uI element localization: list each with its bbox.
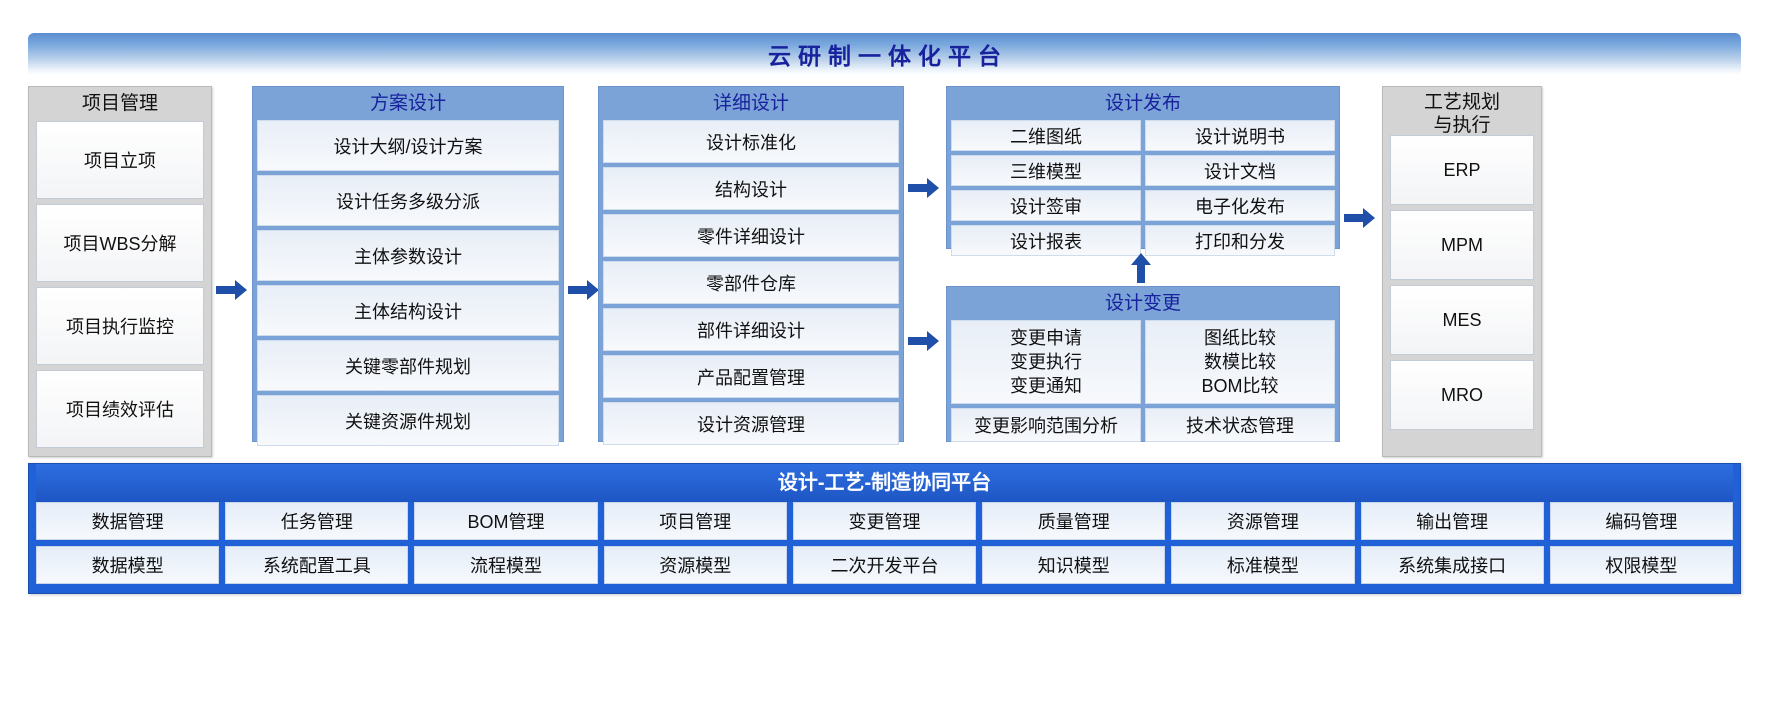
panel-design-change[interactable]: 设计变更 变更申请 变更执行 变更通知 图纸比较 数模比较 BOM比较 变更影响… — [946, 286, 1340, 442]
item-erp[interactable]: ERP — [1390, 135, 1534, 205]
panel-project-management-header: 项目管理 — [81, 93, 158, 114]
panel-process-planning-header: 工艺规划 与执行 — [1390, 87, 1534, 136]
item-mes[interactable]: MES — [1390, 285, 1534, 355]
panel-design-change-header: 设计变更 — [1104, 293, 1181, 314]
platform-cell-resource-management[interactable]: 资源管理 — [1171, 502, 1355, 540]
item-product-config-management[interactable]: 产品配置管理 — [603, 355, 899, 398]
panel-scheme-design-header: 方案设计 — [369, 93, 446, 114]
item-mpm[interactable]: MPM — [1390, 210, 1534, 280]
panel-scheme-design[interactable]: 方案设计 设计大纲/设计方案 设计任务多级分派 主体参数设计 主体结构设计 关键… — [252, 86, 564, 446]
platform-cell-change-management[interactable]: 变更管理 — [792, 502, 977, 540]
platform-cell-project-management[interactable]: 项目管理 — [603, 502, 787, 540]
platform-cell-bom-management[interactable]: BOM管理 — [414, 502, 598, 540]
panel-process-planning[interactable]: 工艺规划 与执行 ERP MPM MES MRO — [1382, 86, 1542, 457]
item-comparison-group[interactable]: 图纸比较 数模比较 BOM比较 — [1145, 320, 1335, 404]
item-design-document[interactable]: 设计文档 — [1145, 155, 1335, 186]
item-mro[interactable]: MRO — [1390, 360, 1534, 430]
arrow-right-icon — [908, 329, 940, 353]
platform-cell-resource-model[interactable]: 资源模型 — [603, 546, 787, 584]
design-change-right-column: 图纸比较 数模比较 BOM比较 — [1145, 320, 1335, 404]
item-design-report[interactable]: 设计报表 — [951, 225, 1141, 256]
item-project-monitoring[interactable]: 项目执行监控 — [36, 287, 204, 365]
item-design-resource-management[interactable]: 设计资源管理 — [603, 402, 899, 445]
item-key-resource-planning[interactable]: 关键资源件规划 — [257, 395, 559, 446]
item-design-review[interactable]: 设计签审 — [951, 190, 1141, 221]
item-part-detail-design[interactable]: 零件详细设计 — [603, 214, 899, 257]
platform-cell-quality-management[interactable]: 质量管理 — [982, 502, 1166, 540]
item-project-wbs[interactable]: 项目WBS分解 — [36, 204, 204, 282]
collaboration-platform: 设计-工艺-制造协同平台 数据管理 任务管理 BOM管理 项目管理 变更管理 质… — [28, 463, 1741, 594]
arrow-right-icon — [1344, 206, 1376, 230]
item-main-structure-design[interactable]: 主体结构设计 — [257, 285, 559, 336]
arrow-right-icon — [568, 278, 600, 302]
item-design-standardization[interactable]: 设计标准化 — [603, 120, 899, 163]
panel-project-management[interactable]: 项目管理 项目立项 项目WBS分解 项目执行监控 项目绩效评估 — [28, 86, 212, 457]
panel-process-planning-header-line1: 工艺规划 — [1423, 92, 1500, 113]
panel-design-release-header: 设计发布 — [1104, 93, 1181, 114]
panel-detail-design[interactable]: 详细设计 设计标准化 结构设计 零件详细设计 零部件仓库 部件详细设计 产品配置… — [598, 86, 904, 445]
arrow-right-icon — [908, 176, 940, 200]
item-key-part-planning[interactable]: 关键零部件规划 — [257, 340, 559, 391]
design-release-right-column: 设计说明书 设计文档 电子化发布 打印和分发 — [1145, 120, 1335, 256]
arrow-up-icon — [1129, 252, 1153, 284]
item-technical-state-management[interactable]: 技术状态管理 — [1145, 408, 1335, 442]
platform-cell-secondary-dev-platform[interactable]: 二次开发平台 — [792, 546, 977, 584]
platform-title: 设计-工艺-制造协同平台 — [36, 464, 1733, 502]
design-change-grid: 变更申请 变更执行 变更通知 图纸比较 数模比较 BOM比较 — [951, 320, 1335, 404]
panel-design-release[interactable]: 设计发布 二维图纸 三维模型 设计签审 设计报表 设计说明书 设计文档 电子化发… — [946, 86, 1340, 256]
platform-cell-standard-model[interactable]: 标准模型 — [1171, 546, 1355, 584]
platform-row-models: 数据模型 系统配置工具 流程模型 资源模型 二次开发平台 知识模型 标准模型 系… — [36, 546, 1733, 584]
platform-cell-coding-management[interactable]: 编码管理 — [1549, 502, 1733, 540]
item-part-warehouse[interactable]: 零部件仓库 — [603, 261, 899, 304]
item-main-parameter-design[interactable]: 主体参数设计 — [257, 230, 559, 281]
design-change-left-column: 变更申请 变更执行 变更通知 — [951, 320, 1141, 404]
platform-row-modules: 数据管理 任务管理 BOM管理 项目管理 变更管理 质量管理 资源管理 输出管理… — [36, 502, 1733, 540]
item-component-detail-design[interactable]: 部件详细设计 — [603, 308, 899, 351]
item-2d-drawing[interactable]: 二维图纸 — [951, 120, 1141, 151]
item-project-performance[interactable]: 项目绩效评估 — [36, 370, 204, 448]
platform-cell-data-management[interactable]: 数据管理 — [36, 502, 220, 540]
panel-process-planning-header-line2: 与执行 — [1433, 115, 1491, 136]
process-stage: 项目管理 项目立项 项目WBS分解 项目执行监控 项目绩效评估 方案设计 设计大… — [0, 82, 1769, 462]
platform-cell-permission-model[interactable]: 权限模型 — [1549, 546, 1733, 584]
item-electronic-release[interactable]: 电子化发布 — [1145, 190, 1335, 221]
platform-cell-system-config-tool[interactable]: 系统配置工具 — [225, 546, 409, 584]
item-structure-design[interactable]: 结构设计 — [603, 167, 899, 210]
item-project-initiation[interactable]: 项目立项 — [36, 121, 204, 199]
item-print-and-distribute[interactable]: 打印和分发 — [1145, 225, 1335, 256]
item-change-impact-analysis[interactable]: 变更影响范围分析 — [951, 408, 1141, 442]
platform-cell-output-management[interactable]: 输出管理 — [1360, 502, 1544, 540]
platform-cell-data-model[interactable]: 数据模型 — [36, 546, 220, 584]
platform-cell-knowledge-model[interactable]: 知识模型 — [982, 546, 1166, 584]
item-task-assignment[interactable]: 设计任务多级分派 — [257, 175, 559, 226]
platform-banner: 云研制一体化平台 — [28, 33, 1741, 75]
page-title: 云研制一体化平台 — [768, 43, 1008, 69]
item-design-specification[interactable]: 设计说明书 — [1145, 120, 1335, 151]
design-change-bottom-row: 变更影响范围分析 技术状态管理 — [951, 408, 1335, 446]
design-release-grid: 二维图纸 三维模型 设计签审 设计报表 设计说明书 设计文档 电子化发布 打印和… — [951, 120, 1335, 256]
platform-cell-process-model[interactable]: 流程模型 — [414, 546, 598, 584]
design-release-left-column: 二维图纸 三维模型 设计签审 设计报表 — [951, 120, 1141, 256]
item-3d-model[interactable]: 三维模型 — [951, 155, 1141, 186]
platform-cell-task-management[interactable]: 任务管理 — [225, 502, 409, 540]
panel-detail-design-header: 详细设计 — [712, 93, 789, 114]
item-design-outline[interactable]: 设计大纲/设计方案 — [257, 120, 559, 171]
item-change-request-group[interactable]: 变更申请 变更执行 变更通知 — [951, 320, 1141, 404]
platform-cell-system-integration-api[interactable]: 系统集成接口 — [1360, 546, 1544, 584]
arrow-right-icon — [216, 278, 248, 302]
